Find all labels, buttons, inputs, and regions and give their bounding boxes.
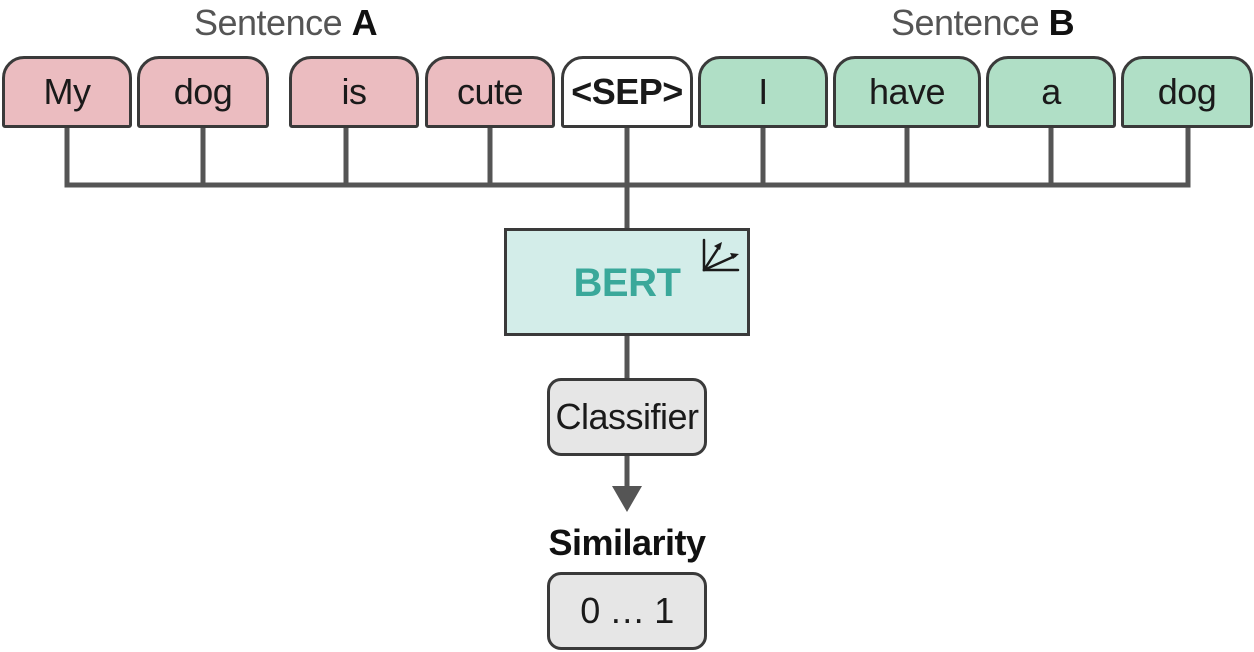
- token-a-is: is: [289, 56, 419, 128]
- bert-label: BERT: [573, 261, 681, 305]
- bert-model-box: BERT: [504, 228, 750, 336]
- classifier-box: Classifier: [547, 378, 707, 456]
- token-b-dog: dog: [1121, 56, 1253, 128]
- sentence-b-letter: B: [1048, 2, 1075, 43]
- token-b-i: I: [698, 56, 828, 128]
- token-b-have: have: [833, 56, 981, 128]
- sentence-b-prefix: Sentence: [891, 2, 1049, 43]
- token-separator: <SEP>: [561, 56, 693, 128]
- token-b-a: a: [986, 56, 1116, 128]
- sentence-a-letter: A: [351, 2, 378, 43]
- trainable-vectors-icon: [702, 238, 740, 272]
- token-a-my: My: [2, 56, 132, 128]
- token-a-cute: cute: [425, 56, 555, 128]
- sentence-a-prefix: Sentence: [194, 2, 352, 43]
- sentence-b-label: Sentence B: [891, 2, 1075, 44]
- similarity-range-box: 0 … 1: [547, 572, 707, 650]
- token-a-dog: dog: [137, 56, 269, 128]
- arrow-down-icon: [612, 486, 642, 512]
- sentence-a-label: Sentence A: [194, 2, 378, 44]
- similarity-label: Similarity: [548, 522, 706, 563]
